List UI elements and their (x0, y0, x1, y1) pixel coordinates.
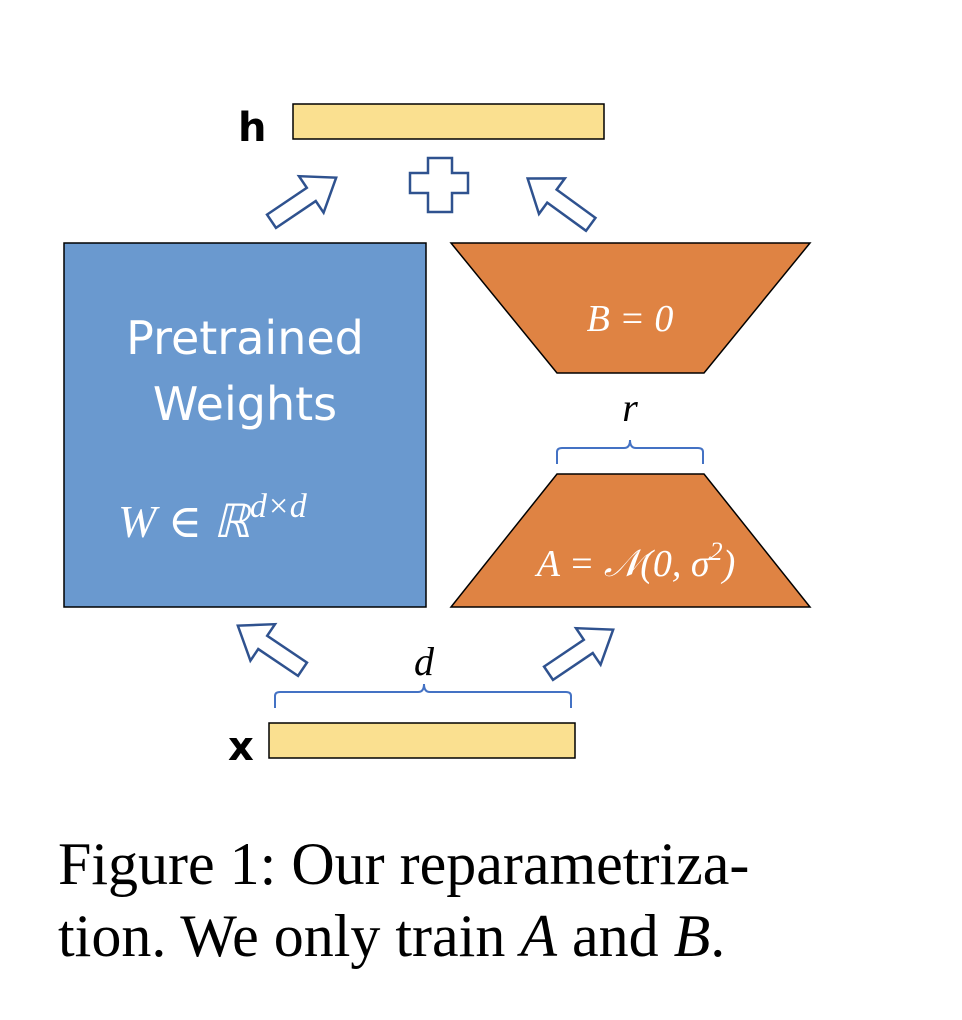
caption-text: and (557, 903, 674, 969)
plus-icon (408, 156, 470, 214)
caption-line-2: tion. We only train A and B. (58, 900, 938, 972)
matrix-b-block (449, 242, 812, 374)
caption-line-1: Figure 1: Our reparametriza- (58, 831, 750, 897)
x-label: x (228, 724, 254, 770)
caption-text: . (710, 903, 726, 969)
matrix-a-formula: A = 𝒩(0, σ2) (534, 537, 736, 585)
r-label: r (622, 385, 638, 430)
figure-caption: Figure 1: Our reparametriza- tion. We on… (58, 828, 938, 972)
d-brace (274, 683, 572, 708)
arrow-up-left-icon (236, 622, 309, 678)
arrow-up-right-icon (265, 174, 338, 230)
d-label: d (414, 639, 435, 684)
pretrained-weights-block (63, 242, 427, 608)
lora-diagram: h Pretrained Weights W ∈ ℝd×d B = 0 r A … (63, 103, 812, 770)
arrow-up-right-icon (542, 626, 615, 682)
r-brace (556, 439, 704, 464)
caption-var-a: A (520, 903, 557, 969)
matrix-a-block (449, 473, 812, 608)
weights-label: Weights (153, 377, 337, 431)
pretrained-formula: W ∈ ℝd×d (118, 488, 308, 547)
arrow-up-left-icon (525, 177, 598, 233)
x-input-vector (268, 722, 576, 759)
caption-text: tion. We only train (58, 903, 521, 969)
pretrained-label: Pretrained (126, 311, 364, 365)
matrix-b-formula: B = 0 (587, 298, 674, 340)
caption-var-b: B (673, 903, 711, 969)
h-output-vector (292, 103, 605, 140)
h-label: h (238, 105, 266, 151)
